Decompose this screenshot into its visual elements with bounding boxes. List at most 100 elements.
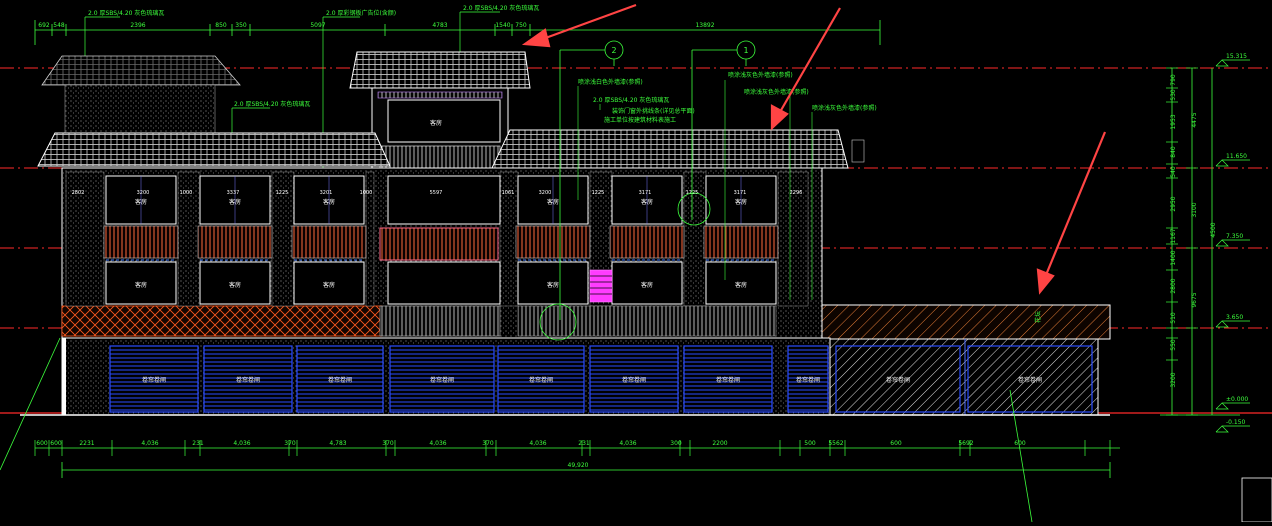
room-label-lower: 客房 bbox=[735, 281, 747, 289]
shutter-label: 卷帘卷闸 bbox=[886, 376, 910, 384]
shutter-panel bbox=[787, 345, 829, 413]
right-dim-value: 9675 bbox=[1191, 292, 1198, 307]
side-label: 花坛 bbox=[1034, 311, 1042, 323]
bay-width: 2802 bbox=[72, 190, 85, 196]
callout-note: 喷涂浅灰色外墙漆(参照) bbox=[744, 88, 809, 96]
bottom-dim-value: 2200 bbox=[712, 440, 727, 447]
room-label: 客房 bbox=[135, 198, 147, 206]
rolling-shutters: 卷帘卷闸卷帘卷闸卷帘卷闸卷帘卷闸卷帘卷闸卷帘卷闸卷帘卷闸卷帘卷闸卷帘卷闸卷帘卷闸 bbox=[109, 345, 1093, 413]
room-label-lower: 客房 bbox=[229, 281, 241, 289]
annotation-arrows bbox=[521, 3, 1107, 295]
bay-width: 1000 bbox=[180, 190, 193, 196]
total-dimension: 49,920 bbox=[568, 462, 589, 469]
bottom-dim-value: 600 bbox=[1014, 440, 1026, 447]
grid-bubbles bbox=[539, 40, 756, 341]
lower-window bbox=[611, 261, 683, 305]
bay-width: 3171 bbox=[734, 190, 747, 196]
level-mark: 15.315 bbox=[1226, 53, 1247, 60]
bottom-dim-value: 5562 bbox=[828, 440, 843, 447]
room-label: 客房 bbox=[641, 198, 653, 206]
room-label-lower: 客房 bbox=[135, 281, 147, 289]
shutter-label: 卷帘卷闸 bbox=[796, 376, 820, 384]
shutter-panel bbox=[589, 345, 679, 413]
bottom-dim-value: 600 bbox=[890, 440, 902, 447]
grid-bubble-label: 2 bbox=[611, 46, 616, 55]
right-dim-value: 550 bbox=[1170, 339, 1177, 351]
lower-window bbox=[517, 261, 589, 305]
room-label-lower: 客房 bbox=[547, 281, 559, 289]
level-mark: 3.650 bbox=[1226, 314, 1243, 321]
roof-note: 2.0 厚SBS/4.20 灰色琉璃瓦 bbox=[88, 9, 164, 17]
lower-window bbox=[293, 261, 365, 305]
right-dim-value: 4475 bbox=[1191, 112, 1198, 127]
bay-width: 3171 bbox=[639, 190, 652, 196]
right-dim-value: 4500 bbox=[1210, 222, 1217, 237]
shutter-panel bbox=[967, 345, 1093, 413]
callout-note: 施工单位按建筑材料表施工 bbox=[604, 116, 676, 124]
right-dim-value: 790 bbox=[1170, 74, 1177, 86]
right-dim-value: 1953 bbox=[1170, 114, 1177, 129]
bay-width: 2296 bbox=[790, 190, 803, 196]
balcony-grille bbox=[197, 225, 273, 259]
bottom-dim-value: 4,036 bbox=[141, 440, 158, 447]
roof-note: 2.0 厚SBS/4.20 灰色琉璃瓦 bbox=[234, 100, 310, 108]
room-label-lower: 客房 bbox=[641, 281, 653, 289]
rear-pavilion bbox=[41, 55, 241, 134]
level-mark: -0.150 bbox=[1226, 419, 1246, 426]
top-dim-value: 750 bbox=[515, 22, 527, 29]
bottom-dim-value: 500 bbox=[804, 440, 816, 447]
level-marks: 15.315 11.650 7.350 3.650 ±0.000 -0.150 bbox=[1215, 53, 1250, 433]
balcony-grille bbox=[291, 225, 367, 259]
bottom-dimension-chain bbox=[34, 440, 1120, 478]
shutter-label: 卷帘卷闸 bbox=[1018, 376, 1042, 384]
bottom-dim-value: 370 bbox=[482, 440, 494, 447]
room-label: 客房 bbox=[735, 198, 747, 206]
shutter-label: 卷帘卷闸 bbox=[236, 376, 260, 384]
lower-window bbox=[105, 261, 177, 305]
right-dim-value: 1400 bbox=[1170, 250, 1177, 265]
top-dim-value: 850 bbox=[215, 22, 227, 29]
shutter-label: 卷帘卷闸 bbox=[142, 376, 166, 384]
level-mark: 7.350 bbox=[1226, 233, 1243, 240]
lower-window bbox=[705, 261, 777, 305]
level-mark: ±0.000 bbox=[1226, 396, 1248, 403]
right-dim-value: 3200 bbox=[1170, 372, 1177, 387]
side-annex bbox=[821, 304, 1111, 416]
bay-width: 1061 bbox=[502, 190, 515, 196]
balcony-grille bbox=[103, 225, 179, 259]
shutter-label: 卷帘卷闸 bbox=[328, 376, 352, 384]
roof-note: 2.0 厚SBS/4.20 灰色琉璃瓦 bbox=[463, 4, 539, 12]
bay-width: 1225 bbox=[592, 190, 605, 196]
bottom-dim-value: 4,783 bbox=[329, 440, 346, 447]
top-dimension-chain bbox=[34, 20, 881, 45]
bottom-dim-value: 2231 bbox=[79, 440, 94, 447]
top-dim-value: 692 bbox=[38, 22, 50, 29]
right-dim-value: 510 bbox=[1170, 312, 1177, 324]
shutter-panel bbox=[296, 345, 384, 413]
balcony-grille bbox=[609, 225, 685, 259]
balcony-grille bbox=[515, 225, 591, 259]
lower-window bbox=[199, 261, 271, 305]
right-dim-value: 530 bbox=[1170, 89, 1177, 101]
pilaster bbox=[65, 171, 105, 307]
level-mark: 11.650 bbox=[1226, 153, 1247, 160]
shutter-panel bbox=[203, 345, 293, 413]
bottom-dim-value: 5692 bbox=[958, 440, 973, 447]
room-label: 客房 bbox=[229, 198, 241, 206]
callout-note: 喷涂浅白色外墙漆(参照) bbox=[578, 78, 643, 86]
window-bays: 客房客房客房客房客房客房客房客房客房客房客房客房客房客房280232001000… bbox=[65, 119, 809, 337]
callout-note: 喷涂浅灰色外墙漆(参照) bbox=[812, 104, 877, 112]
right-dim-value: 540 bbox=[1170, 166, 1177, 178]
callout-note: 2.0 厚SBS/4.20 灰色琉璃瓦 bbox=[593, 96, 669, 104]
bottom-dim-value: 4,036 bbox=[429, 440, 446, 447]
top-dim-value: 5097 bbox=[310, 22, 325, 29]
bottom-dim-value: 370 bbox=[284, 440, 296, 447]
right-dim-value: 840 bbox=[1170, 146, 1177, 158]
room-label: 客房 bbox=[323, 198, 335, 206]
shutter-label: 卷帘卷闸 bbox=[529, 376, 553, 384]
right-dim-value: 2800 bbox=[1170, 278, 1177, 293]
shutter-panel bbox=[497, 345, 585, 413]
bottom-dim-value: 300 bbox=[670, 440, 682, 447]
